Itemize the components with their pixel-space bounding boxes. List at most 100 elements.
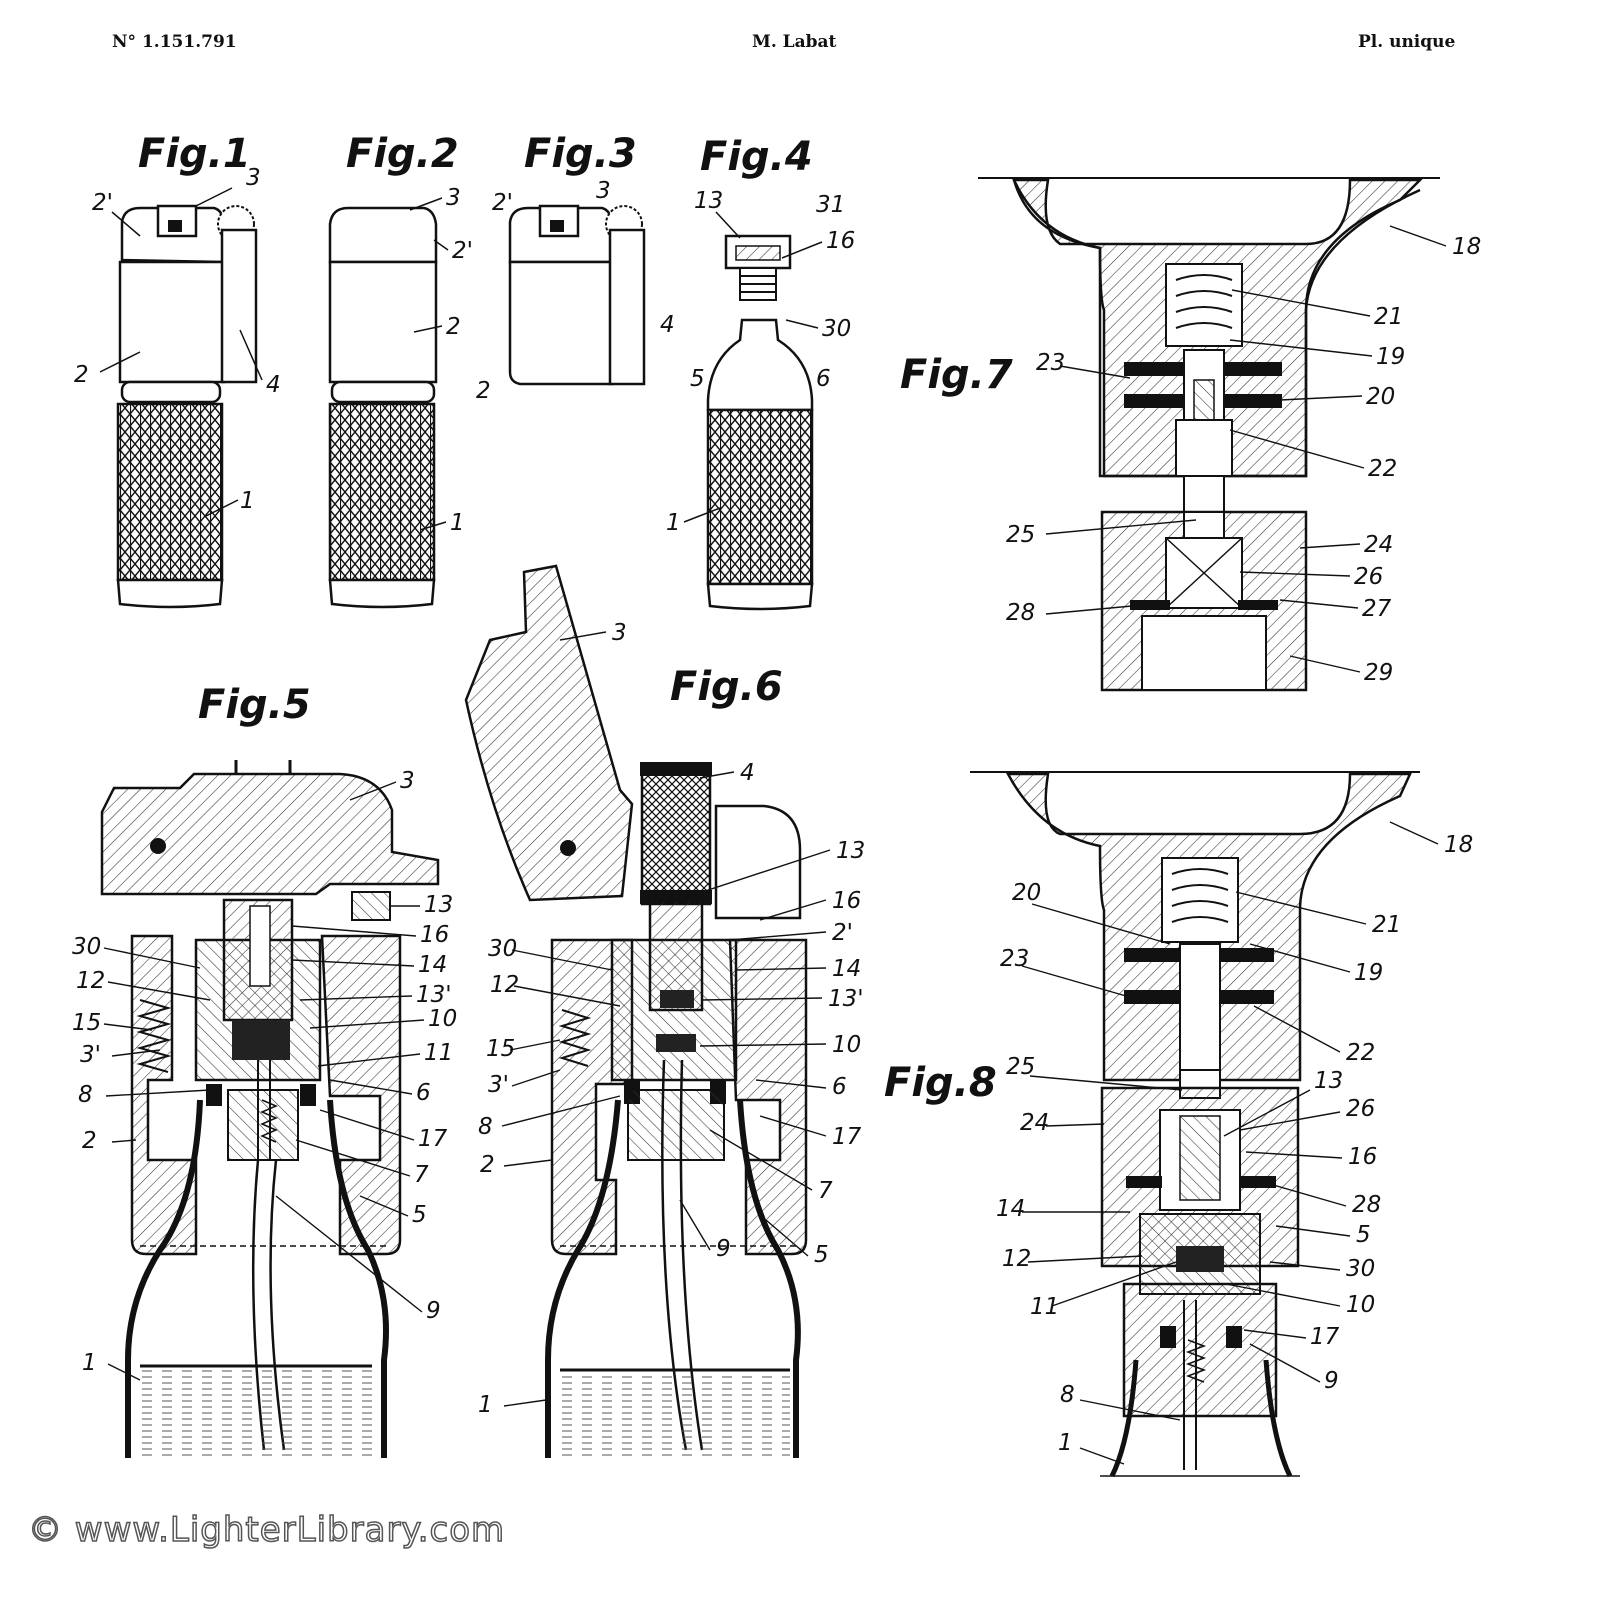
fig7-label-28: 28 <box>1006 600 1035 626</box>
fig4-label-6: 6 <box>816 366 831 392</box>
fig7-label-23: 23 <box>1036 350 1065 376</box>
fig5-label-9: 9 <box>426 1298 441 1324</box>
fig6-label-12: 12 <box>490 972 519 998</box>
fig8-label-9: 8 <box>1060 1382 1075 1408</box>
inventor-name: M. Labat <box>752 32 837 52</box>
fig6-label-3prime: 3' <box>488 1072 509 1098</box>
fig6-label-1: 1 <box>478 1392 493 1418</box>
fig8-label-5: 5 <box>1356 1222 1371 1248</box>
figure-3: Fig.3 2' 3 4 2 <box>476 131 675 404</box>
plate-label: Pl. unique <box>1358 32 1456 52</box>
fig6-label-14: 14 <box>832 956 861 982</box>
fig2-title: Fig.2 <box>346 131 459 177</box>
fig6-label-10: 10 <box>832 1032 861 1058</box>
fig5-label-7: 7 <box>414 1162 429 1188</box>
fig8-label-21: 21 <box>1372 912 1401 938</box>
fig6-label-13: 13 <box>836 838 865 864</box>
fig1-title: Fig.1 <box>138 131 251 177</box>
fig6-label-7: 7 <box>818 1178 833 1204</box>
fig7-label-18: 18 <box>1452 234 1481 260</box>
fig7-label-27: 27 <box>1362 596 1392 622</box>
fig6-label-6: 6 <box>832 1074 847 1100</box>
fig8-label-8: 9 <box>1324 1368 1339 1394</box>
fig4-label-16: 16 <box>826 228 855 254</box>
fig8-label-10: 10 <box>1346 1292 1375 1318</box>
fig6-label-15: 15 <box>486 1036 515 1062</box>
fig7-label-22: 22 <box>1368 456 1397 482</box>
fig8-label-26: 26 <box>1346 1096 1375 1122</box>
fig8-label-14: 14 <box>996 1196 1025 1222</box>
figure-7: Fig.7 18 21 23 19 20 22 25 24 26 28 27 2… <box>900 177 1481 692</box>
fig6-label-13prime: 13' <box>828 986 864 1012</box>
figure-5: Fig.5 3 13 16 30 14 12 13' <box>72 682 457 1458</box>
fig6-label-16: 16 <box>832 888 861 914</box>
fig5-title: Fig.5 <box>198 682 311 728</box>
fig5-label-13prime: 13' <box>416 982 452 1008</box>
figure-1: Fig.1 3 2' 2 4 1 <box>74 131 281 609</box>
fig6-title: Fig.6 <box>670 664 783 710</box>
fig6-label-5: 5 <box>814 1242 829 1268</box>
fig8-label-11: 11 <box>1030 1294 1059 1320</box>
fig8-label-22: 22 <box>1346 1040 1375 1066</box>
fig8-label-16: 16 <box>1348 1144 1377 1170</box>
fig1-label-4: 4 <box>266 372 281 398</box>
figure-4: Fig.4 13 31 16 30 5 6 1 <box>666 134 855 611</box>
watermark: © www.LighterLibrary.com <box>27 1509 506 1551</box>
fig6-label-30: 30 <box>488 936 517 962</box>
fig6-label-9: 9 <box>716 1236 731 1262</box>
fig8-label-24: 24 <box>1020 1110 1049 1136</box>
fig5-label-12: 12 <box>76 968 105 994</box>
fig7-title: Fig.7 <box>900 352 1013 398</box>
fig6-label-8: 8 <box>478 1114 493 1140</box>
fig8-label-17: 17 <box>1310 1324 1340 1350</box>
fig5-label-6: 6 <box>416 1080 431 1106</box>
fig6-label-2prime: 2' <box>832 920 853 946</box>
fig7-label-20: 20 <box>1366 384 1395 410</box>
patent-number: N° 1.151.791 <box>112 32 237 52</box>
fig4-label-30: 30 <box>822 316 851 342</box>
fig5-label-30: 30 <box>72 934 101 960</box>
fig1-label-2prime: 2' <box>92 190 113 216</box>
fig5-label-16: 16 <box>420 922 449 948</box>
fig6-label-4: 4 <box>740 760 755 786</box>
fig1-label-3: 3 <box>246 165 261 191</box>
figure-2: Fig.2 3 2' 2 1 <box>328 131 473 609</box>
fig5-label-14: 14 <box>418 952 447 978</box>
fig7-label-29: 29 <box>1364 660 1393 686</box>
fig7-label-19: 19 <box>1376 344 1405 370</box>
fig8-label-1: 1 <box>1058 1430 1073 1456</box>
fig5-label-3prime: 3' <box>80 1042 101 1068</box>
fig1-label-1: 1 <box>240 488 255 514</box>
fig3-label-2prime: 2' <box>492 190 513 216</box>
fig5-label-1: 1 <box>82 1350 97 1376</box>
fig8-label-23: 23 <box>1000 946 1029 972</box>
fig6-label-17: 17 <box>832 1124 862 1150</box>
fig5-label-11: 11 <box>424 1040 453 1066</box>
fig2-label-2prime: 2' <box>452 238 473 264</box>
fig2-label-1: 1 <box>450 510 465 536</box>
fig8-label-30: 30 <box>1346 1256 1375 1282</box>
fig4-label-5: 5 <box>690 366 705 392</box>
fig8-label-28: 28 <box>1352 1192 1381 1218</box>
fig6-label-3: 3 <box>612 620 627 646</box>
fig1-label-2: 2 <box>74 362 89 388</box>
fig5-label-8: 8 <box>78 1082 93 1108</box>
fig8-label-13: 13 <box>1314 1068 1343 1094</box>
fig5-label-3: 3 <box>400 768 415 794</box>
fig5-label-15: 15 <box>72 1010 101 1036</box>
fig8-label-20: 20 <box>1012 880 1041 906</box>
fig5-label-10: 10 <box>428 1006 457 1032</box>
fig3-label-4: 4 <box>660 312 675 338</box>
fig7-label-24: 24 <box>1364 532 1393 558</box>
fig8-label-18: 18 <box>1444 832 1473 858</box>
fig8-title: Fig.8 <box>884 1060 997 1106</box>
fig3-label-3: 3 <box>596 178 611 204</box>
fig4-title: Fig.4 <box>700 134 813 180</box>
fig5-label-17: 17 <box>418 1126 448 1152</box>
fig3-title: Fig.3 <box>524 131 637 177</box>
fig7-label-26: 26 <box>1354 564 1383 590</box>
fig8-label-12: 12 <box>1002 1246 1031 1272</box>
fig6-label-2: 2 <box>480 1152 495 1178</box>
fig4-label-13: 13 <box>694 188 723 214</box>
